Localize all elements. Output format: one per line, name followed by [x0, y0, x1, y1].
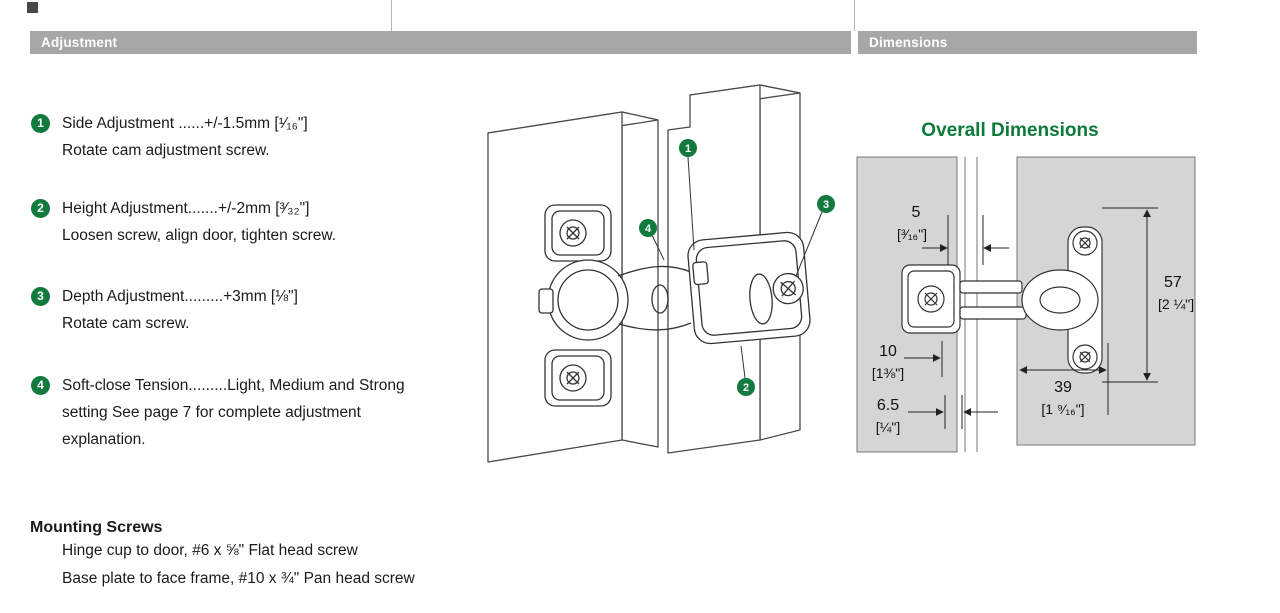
- dim-57-mm: 57: [1164, 274, 1182, 291]
- adjustment-header-bar: Adjustment: [30, 31, 851, 54]
- adjustment-item-4: 4 Soft-close Tension.........Light, Medi…: [31, 372, 405, 453]
- adjustment-3-line1: Depth Adjustment.........+3mm [⅛"]: [62, 288, 298, 305]
- adjustment-slot: [749, 273, 773, 325]
- hinge-installation-diagram: 1 4 3 2: [487, 84, 835, 463]
- dimension-labels: 5 [³⁄₁₆"] 57 [2 ¼"] 10 [1⅜"] 6.5 [¼"] 39…: [872, 204, 1194, 435]
- callout-3-label: 3: [823, 199, 829, 211]
- dim-5-mm: 5: [912, 204, 921, 221]
- diagram-callouts: 1 4 3 2: [639, 139, 835, 396]
- adjustment-4-line2: setting See page 7 for complete adjustme…: [62, 404, 361, 421]
- adjustment-3-line2: Rotate cam screw.: [62, 315, 190, 332]
- column-divider-left: [391, 0, 392, 31]
- dim-10-inch: [1⅜"]: [872, 365, 904, 381]
- step-badge-2: 2: [31, 199, 50, 218]
- dim-39-inch: [1 ⁹⁄₁₆"]: [1041, 401, 1084, 417]
- step-badge-4: 4: [31, 376, 50, 395]
- callout-4: [639, 219, 657, 237]
- step-badge-1: 1: [31, 114, 50, 133]
- door-panel-side: [621, 111, 659, 448]
- dim-10-mm: 10: [879, 343, 897, 360]
- dim-39-mm: 39: [1054, 379, 1072, 396]
- mounting-screws-section: Mounting Screws Hinge cup to door, #6 x …: [30, 519, 415, 593]
- callout-3: [817, 195, 835, 213]
- cup-body: [1021, 269, 1099, 331]
- mounting-line-2: Base plate to face frame, #10 x ¾" Pan h…: [62, 570, 415, 587]
- hinge-cup: [547, 259, 629, 341]
- callout-1-label: 1: [685, 143, 691, 155]
- adjustment-4-line1: Soft-close Tension.........Light, Medium…: [62, 377, 405, 394]
- callout-leaders: [651, 156, 823, 379]
- corner-mark: [27, 2, 38, 13]
- callout-2-label: 2: [743, 382, 749, 394]
- hinge-pivot: [651, 284, 669, 314]
- callout-2: [737, 378, 755, 396]
- arm-upper: [959, 280, 1023, 294]
- mounting-screws-title: Mounting Screws: [30, 519, 163, 536]
- overall-dimensions-title: Overall Dimensions: [921, 120, 1099, 141]
- dim-57-inch: [2 ¼"]: [1158, 296, 1194, 312]
- soft-close-housing: [687, 231, 811, 345]
- adjustment-4-line3: explanation.: [62, 431, 146, 448]
- hinge-plan-view: [901, 226, 1103, 374]
- hinge-assembly: [538, 204, 811, 407]
- adjustment-item-1: 1 Side Adjustment ......+/-1.5mm [¹⁄₁₆"]…: [31, 110, 308, 164]
- adjustment-1-line1: Side Adjustment ......+/-1.5mm [¹⁄₁₆"]: [62, 115, 308, 132]
- mounting-line-1: Hinge cup to door, #6 x ⅝" Flat head scr…: [62, 542, 358, 559]
- dim-65-inch: [¼"]: [876, 419, 900, 435]
- arm-lower: [959, 306, 1027, 320]
- adjustment-1-line2: Rotate cam adjustment screw.: [62, 142, 270, 159]
- dim-65-mm: 6.5: [877, 397, 899, 414]
- adjustment-2-line2: Loosen screw, align door, tighten screw.: [62, 227, 336, 244]
- adjustment-item-2: 2 Height Adjustment.......+/-2mm [³⁄₃₂"]…: [31, 195, 336, 249]
- adjustment-2-line1: Height Adjustment.......+/-2mm [³⁄₃₂"]: [62, 200, 310, 217]
- dimension-lines: [904, 207, 1158, 429]
- column-divider-right: [854, 0, 855, 31]
- callout-4-label: 4: [645, 223, 652, 235]
- step-badge-3: 3: [31, 287, 50, 306]
- hinge-arm: [617, 265, 692, 277]
- dimensions-header-bar: Dimensions: [858, 31, 1197, 54]
- overall-dimensions-diagram: 5 [³⁄₁₆"] 57 [2 ¼"] 10 [1⅜"] 6.5 [¼"] 39…: [856, 156, 1196, 453]
- callout-1: [679, 139, 697, 157]
- adjustment-item-3: 3 Depth Adjustment.........+3mm [⅛"] Rot…: [31, 283, 298, 337]
- dim-5-inch: [³⁄₁₆"]: [897, 226, 927, 242]
